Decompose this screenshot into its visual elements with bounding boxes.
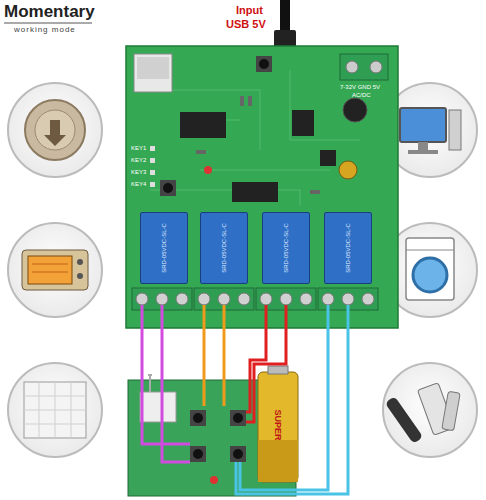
title-text: Momentary bbox=[4, 3, 95, 22]
relay-marking: SRD-05VDC-SL-C bbox=[221, 223, 227, 273]
relay-box: SRD-05VDC-SL-C bbox=[140, 212, 188, 284]
pin-name: KEY3 bbox=[131, 169, 146, 176]
battery-brand: SUPER bbox=[273, 409, 283, 440]
relay-box: SRD-05VDC-SL-C bbox=[200, 212, 248, 284]
relay-box: SRD-05VDC-SL-C bbox=[262, 212, 310, 284]
pin-name: KEY1 bbox=[131, 145, 146, 152]
relay-marking: SRD-05VDC-SL-C bbox=[345, 223, 351, 273]
relay-box: SRD-05VDC-SL-C bbox=[324, 212, 372, 284]
pin-name: KEY4 bbox=[131, 181, 146, 188]
relay-marking: SRD-05VDC-SL-C bbox=[283, 223, 289, 273]
input-label: Input bbox=[236, 4, 263, 16]
terminal-label: 7-32V GND 5V bbox=[340, 84, 380, 91]
input-label: USB 5V bbox=[226, 18, 266, 30]
terminal-label: AC/DC bbox=[352, 92, 371, 99]
pin-name: KEY2 bbox=[131, 157, 146, 164]
subtitle-text: working mode bbox=[14, 26, 76, 35]
relay-marking: SRD-05VDC-SL-C bbox=[161, 223, 167, 273]
